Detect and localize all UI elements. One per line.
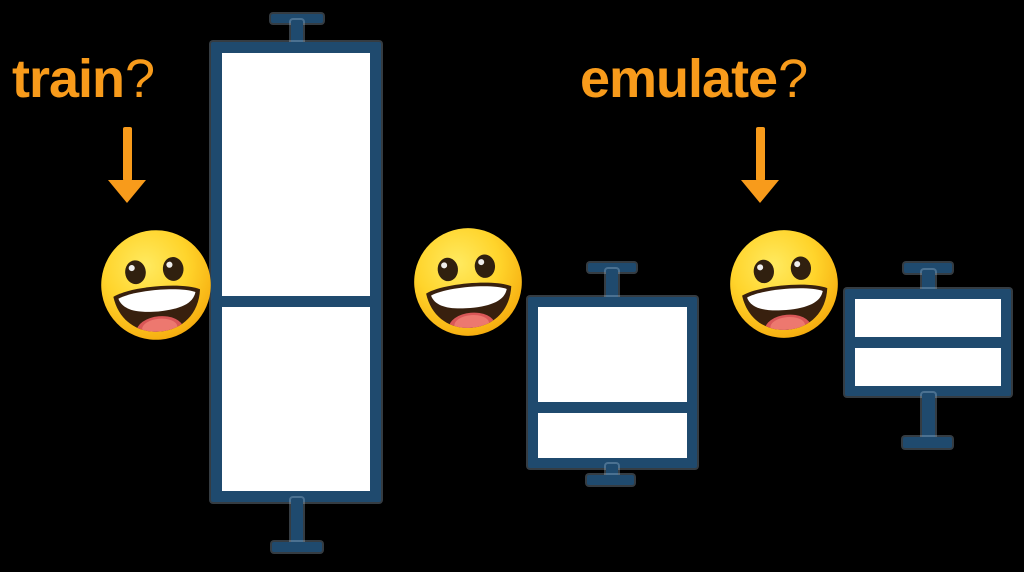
grinning-face-emoji	[406, 220, 530, 344]
boxplot-box	[528, 297, 697, 468]
down-arrow-head	[741, 180, 779, 203]
down-arrow-icon	[741, 127, 779, 203]
emulate-label: emulate?	[580, 49, 808, 109]
whisker-bottom-stem	[922, 393, 935, 441]
whisker-top-cap	[904, 263, 952, 273]
train-label: train?	[12, 49, 155, 109]
down-arrow-stem	[755, 127, 765, 181]
emulate-label-question-mark: ?	[778, 49, 808, 109]
train-label-word: train	[12, 49, 125, 109]
grinning-face-emoji	[722, 222, 846, 346]
down-arrow-head	[108, 180, 146, 203]
boxplot-box	[211, 42, 381, 502]
down-arrow-icon	[108, 127, 146, 203]
whisker-top-stem	[291, 20, 303, 47]
whisker-top-cap	[588, 263, 636, 272]
median-line	[532, 402, 693, 413]
whisker-bottom-cap	[587, 475, 634, 485]
whisker-bottom-stem	[291, 498, 303, 547]
train-label-question-mark: ?	[125, 49, 155, 109]
whisker-top-stem	[606, 269, 618, 301]
down-arrow-stem	[122, 127, 132, 181]
median-line	[215, 296, 377, 307]
whisker-top-cap	[271, 14, 323, 23]
emulate-label-word: emulate	[580, 49, 778, 109]
whisker-bottom-cap	[903, 437, 952, 448]
whisker-top-stem	[922, 270, 935, 294]
whisker-bottom-cap	[272, 542, 322, 552]
grinning-face-emoji	[93, 222, 219, 348]
median-line	[849, 337, 1007, 348]
